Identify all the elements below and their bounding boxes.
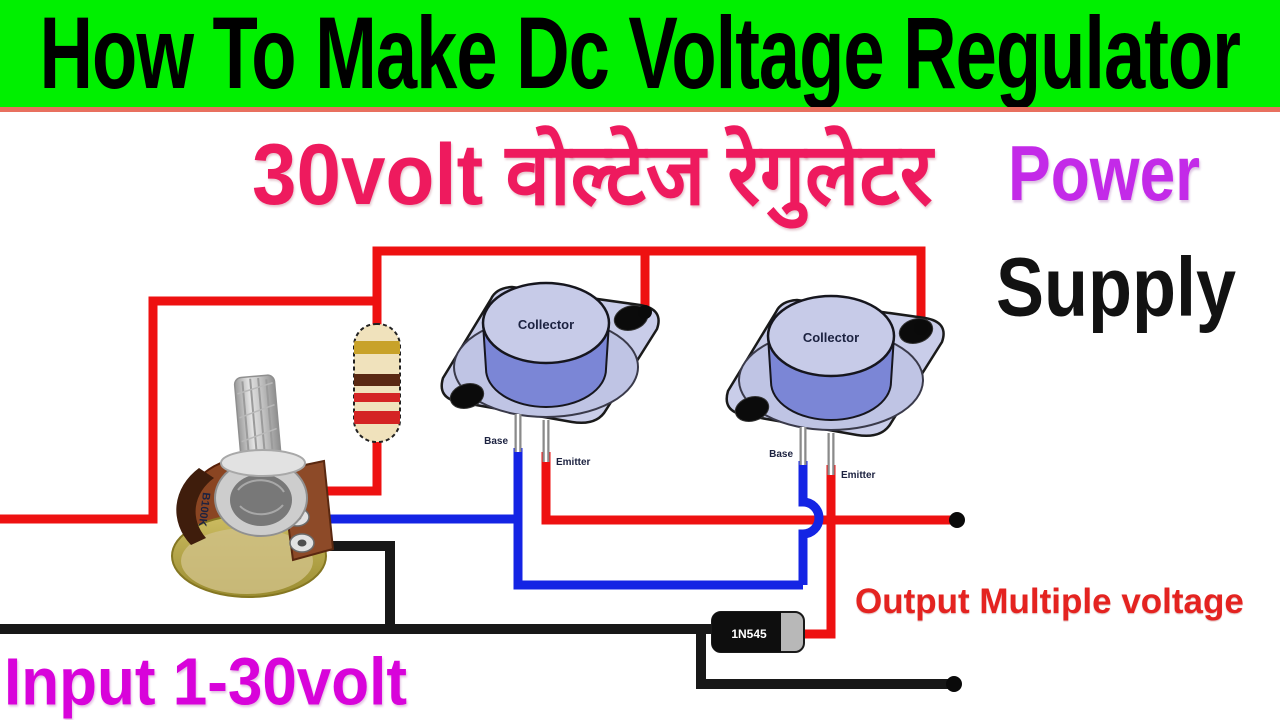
header-banner: How To Make Dc Voltage Regulator: [0, 0, 1280, 110]
transistor-1: Collector Base Emitter: [440, 281, 660, 468]
power-label: Power: [1008, 129, 1201, 218]
pot-dark-band: [176, 468, 214, 545]
input-voltage-label: Input 1-30volt: [4, 645, 408, 720]
pot-collar: [220, 449, 306, 477]
resistor-band-gold: [354, 341, 400, 354]
wire-blue-base2-hop: [798, 461, 824, 585]
junction-dot-transistor2: [914, 321, 928, 335]
pot-knurl-texture: [237, 479, 285, 516]
resistor-band-red1: [354, 393, 400, 402]
wire-red-emitter1-output: [541, 452, 957, 525]
transistor2-can-top: [766, 294, 896, 378]
wire-blue-base1-link: [513, 448, 803, 590]
page-title: How To Make Dc Voltage Regulator: [39, 0, 1241, 111]
supply-label: Supply: [996, 241, 1237, 334]
transistor1-base-label: Base: [484, 436, 508, 447]
output-negative-terminal: [946, 676, 962, 692]
pot-knurl-center: [230, 474, 292, 526]
transistor1-emitter-label: Emitter: [556, 457, 591, 468]
resistor: [353, 323, 401, 443]
diode: 1N545: [711, 611, 805, 653]
resistor-band-red2: [354, 411, 400, 424]
transistor1-can-top: [481, 281, 611, 365]
transistor-2: Collector Base Emitter: [725, 294, 945, 481]
resistor-band-brown: [354, 374, 400, 386]
transistor2-hole-left: [734, 396, 770, 422]
pot-lug-3: [289, 533, 315, 553]
transistor2-emitter-label: Emitter: [841, 470, 876, 481]
header-divider: [0, 107, 1280, 112]
diode-body: [712, 612, 781, 652]
diode-part-label: 1N545: [731, 627, 767, 641]
pot-part-number: B100K: [196, 492, 212, 528]
subtitle-hindi: 30volt वोल्टेज रेगुलेटर: [252, 126, 933, 223]
output-positive-terminal: [949, 512, 965, 528]
wire-red-emitter2-diode: [800, 465, 836, 639]
output-voltage-label: Output Multiple voltage: [855, 582, 1244, 621]
transistor1-collector-label: Collector: [518, 317, 574, 332]
junction-dots: [638, 305, 965, 692]
transistor1-hole-left: [449, 383, 485, 409]
transistor2-collector-label: Collector: [803, 330, 859, 345]
wire-red-input-left: [0, 296, 377, 524]
pot-shaft: [233, 374, 283, 474]
potentiometer: B100K: [171, 374, 335, 598]
wire-black-output-branch: [696, 629, 954, 689]
transistor2-base-label: Base: [769, 449, 793, 460]
pot-brass-inner: [181, 528, 313, 594]
junction-dot-transistor1: [638, 305, 652, 319]
